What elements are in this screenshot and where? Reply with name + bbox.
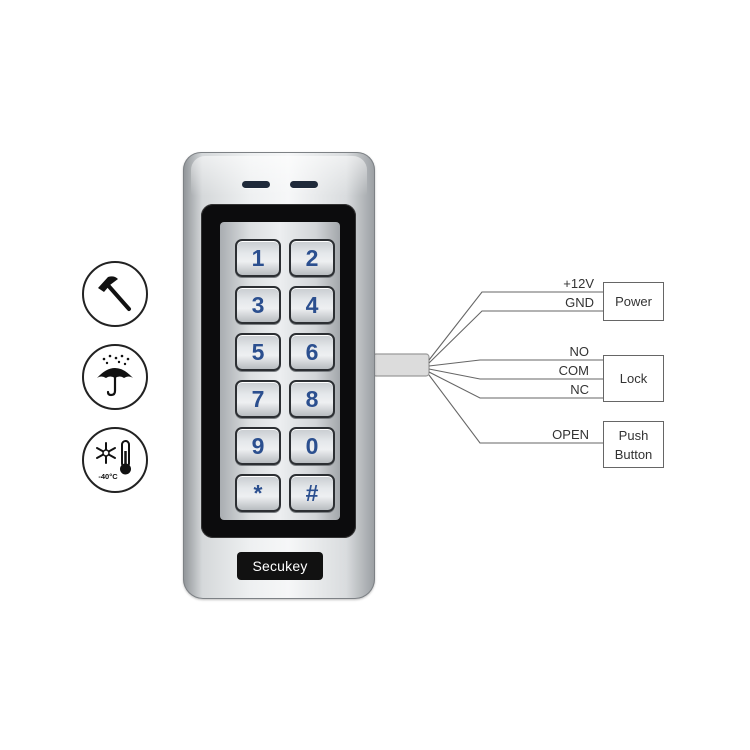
key-5[interactable]: 5 <box>235 333 281 371</box>
key-2[interactable]: 2 <box>289 239 335 277</box>
keypad-device: 1 2 3 4 5 6 7 8 9 0 * # Secukey <box>183 152 375 599</box>
wire-no <box>428 359 603 367</box>
push-box-label-line2: Button <box>614 446 653 462</box>
key-7[interactable]: 7 <box>235 380 281 418</box>
key-star[interactable]: * <box>235 474 281 512</box>
key-9[interactable]: 9 <box>235 427 281 465</box>
waterproof-feature <box>82 344 148 410</box>
wire-label-open: OPEN <box>552 427 589 442</box>
wire-com <box>428 368 603 380</box>
keypad-plate: 1 2 3 4 5 6 7 8 9 0 * # <box>220 222 340 520</box>
wire-nc <box>428 371 603 399</box>
wire-label-no: NO <box>569 344 590 359</box>
hammer-icon <box>98 276 131 311</box>
key-8[interactable]: 8 <box>289 380 335 418</box>
wire-label-gnd: GND <box>565 295 594 310</box>
key-1[interactable]: 1 <box>235 239 281 277</box>
wire-open <box>428 374 603 444</box>
wire-12v <box>428 291 603 361</box>
umbrella-rain-icon <box>97 354 133 397</box>
low-temperature-feature: -40°C <box>82 427 148 493</box>
key-3[interactable]: 3 <box>235 286 281 324</box>
push-button-box: Push Button <box>603 421 664 468</box>
wire-label-12v: +12V <box>563 276 594 291</box>
wire-gnd <box>428 310 603 364</box>
impact-resistant-feature <box>82 261 148 327</box>
brand-logo: Secukey <box>237 552 323 580</box>
key-0[interactable]: 0 <box>289 427 335 465</box>
snowflake-thermometer-icon: -40°C <box>96 440 131 481</box>
keypad-panel: 1 2 3 4 5 6 7 8 9 0 * # <box>201 204 356 538</box>
status-led-right <box>290 181 318 188</box>
key-6[interactable]: 6 <box>289 333 335 371</box>
power-box-label: Power <box>615 294 652 309</box>
key-4[interactable]: 4 <box>289 286 335 324</box>
push-box-label-line1: Push <box>618 427 649 443</box>
cable <box>372 353 430 377</box>
power-box: Power <box>603 282 664 321</box>
temperature-label: -40°C <box>98 472 118 481</box>
wire-label-com: COM <box>558 363 589 378</box>
key-hash[interactable]: # <box>289 474 335 512</box>
wire-label-nc: NC <box>570 382 589 397</box>
lock-box: Lock <box>603 355 664 402</box>
status-led-left <box>242 181 270 188</box>
lock-box-label: Lock <box>619 371 648 386</box>
